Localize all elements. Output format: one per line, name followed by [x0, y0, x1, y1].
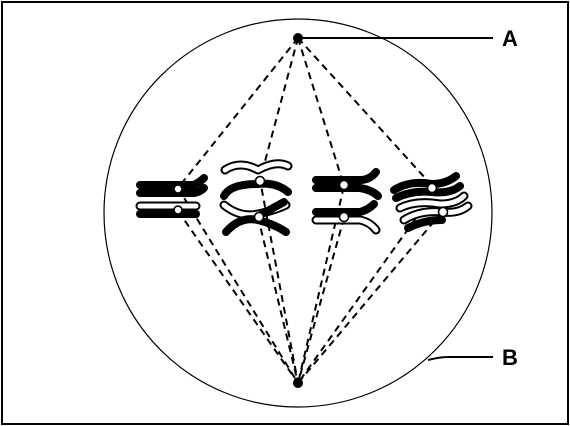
chromosome-pair-4: [390, 172, 473, 232]
chromatid: [136, 174, 208, 189]
chromosome-pair-1: [135, 174, 208, 218]
chromatid: [258, 198, 288, 218]
centromere: [437, 206, 449, 218]
spindle-fiber-7: [297, 217, 345, 384]
centromere: [254, 175, 266, 187]
centromere: [338, 179, 350, 191]
label-a: A: [502, 26, 518, 51]
centromere: [173, 184, 183, 194]
chromatid: [220, 179, 292, 200]
chromatid: [312, 200, 378, 216]
pointer-line-b: [427, 356, 493, 361]
centromere: [338, 211, 350, 223]
bottom-pole-centriole: [293, 378, 303, 388]
chromatid: [312, 168, 380, 184]
spindle-fiber-6: [257, 216, 299, 384]
spindle-fiber-5: [177, 210, 299, 384]
centromere: [253, 211, 265, 223]
centromere: [173, 205, 183, 215]
chromatid: [404, 216, 446, 232]
spindle-fiber-3: [297, 37, 346, 384]
cell-membrane: [103, 18, 493, 408]
spindle-fiber-8: [297, 211, 443, 384]
label-b: B: [502, 345, 518, 370]
chromosome-pair-3: [311, 168, 382, 235]
chromatid: [312, 184, 382, 200]
top-pole-centriole: [293, 33, 303, 43]
centromere: [426, 182, 438, 194]
chromatid: [136, 184, 208, 197]
chromosome-pair-2: [219, 159, 293, 236]
